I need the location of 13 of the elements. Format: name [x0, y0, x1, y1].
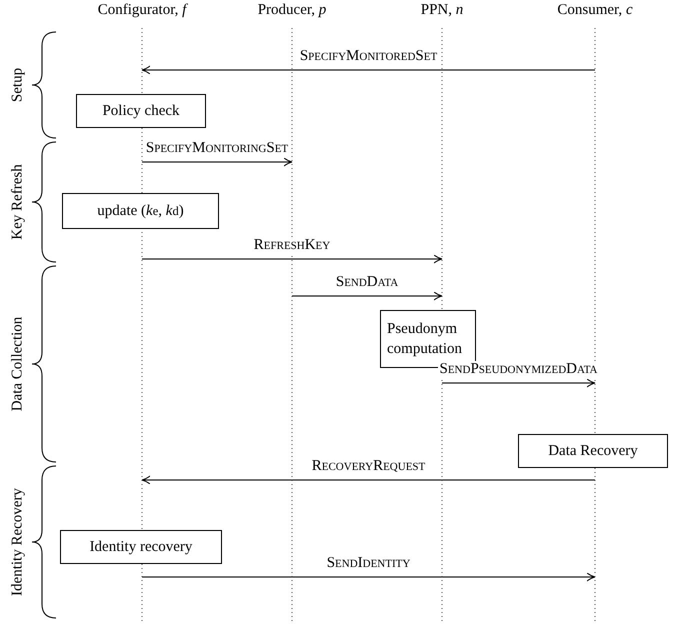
process-box: Identity recovery — [60, 530, 222, 564]
participant-name: Consumer, c — [535, 2, 655, 19]
phase-label: Setup — [10, 68, 26, 102]
participant-name: PPN, n — [382, 2, 502, 19]
process-box: Data Recovery — [518, 434, 668, 468]
process-box: Policy check — [76, 94, 206, 128]
participant-name: Producer, p — [232, 2, 352, 19]
phase-label: Identity Recovery — [10, 488, 26, 596]
phase-label: Data Collection — [10, 316, 26, 412]
edge-label: RecoveryRequest — [310, 458, 428, 475]
phase-label: Key Refresh — [10, 164, 26, 240]
edge-label: SendPseudonymizedData — [438, 361, 600, 378]
edge-label: RefreshKey — [252, 237, 332, 254]
